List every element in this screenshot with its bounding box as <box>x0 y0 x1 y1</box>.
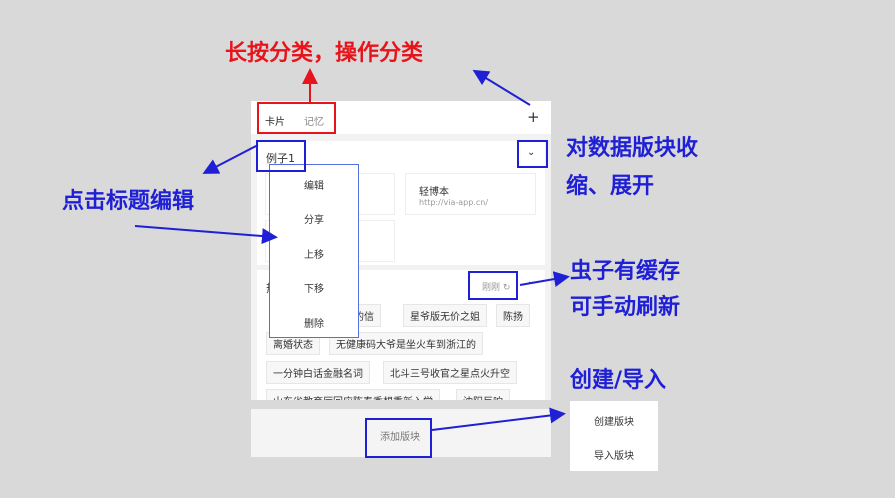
annotation-collapse-2: 缩、展开 <box>566 174 655 199</box>
bottom-bar <box>251 409 551 457</box>
annotation-create: 创建/导入 <box>570 368 667 393</box>
menu-item-edit[interactable]: 编辑 <box>304 181 324 192</box>
arrow <box>134 225 278 245</box>
tag[interactable]: 星爷版无价之姐 <box>403 304 487 327</box>
tag[interactable]: 陈扬 <box>496 304 530 327</box>
annotation-box-add <box>365 418 432 458</box>
create-block-item[interactable]: 创建版块 <box>594 417 634 428</box>
tab-memory[interactable]: 记忆 <box>304 117 324 128</box>
menu-item-delete[interactable]: 删除 <box>304 319 324 330</box>
import-block-item[interactable]: 导入版块 <box>594 451 634 462</box>
plus-icon[interactable]: + <box>527 108 540 126</box>
chevron-down-icon[interactable]: ⌄ <box>527 276 536 287</box>
add-block-button[interactable]: 添加版块 <box>380 432 420 443</box>
tab-bar <box>251 101 551 134</box>
menu-item-move-down[interactable]: 下移 <box>304 284 324 295</box>
arrow <box>431 407 566 431</box>
arrow <box>202 144 259 174</box>
menu-item-share[interactable]: 分享 <box>304 215 324 226</box>
annotation-box-title <box>256 140 306 172</box>
context-menu: 编辑 分享 上移 下移 删除 <box>269 164 359 338</box>
card-url: http://via-app.cn/ <box>419 198 489 207</box>
annotation-refresh-2: 可手动刷新 <box>570 295 681 320</box>
arrow <box>472 69 531 106</box>
tab-cards[interactable]: 卡片 <box>265 117 285 128</box>
annotation-refresh-1: 虫子有缓存 <box>570 259 681 284</box>
annotation-left: 点击标题编辑 <box>62 189 195 214</box>
menu-item-move-up[interactable]: 上移 <box>304 250 324 261</box>
tag[interactable]: 山东省教育厅回应陈春秀想重新入学 <box>266 389 440 400</box>
tag[interactable]: 一分钟白话金融名词 <box>266 361 370 384</box>
arrow <box>519 271 570 287</box>
chevron-down-icon[interactable]: ⌄ <box>527 147 536 158</box>
annotation-top: 长按分类，操作分类 <box>225 41 424 66</box>
tag[interactable]: 北斗三号收官之星点火升空 <box>383 361 517 384</box>
card[interactable] <box>405 173 536 215</box>
divider <box>251 400 551 409</box>
annotation-box-tabs <box>257 102 336 134</box>
add-block-popup: 创建版块 导入版块 <box>570 401 658 471</box>
annotation-collapse-1: 对数据版块收 <box>566 136 699 161</box>
annotation-box-collapse <box>517 140 548 168</box>
annotation-box-refresh <box>468 271 518 300</box>
block-title[interactable]: 例子1 <box>266 152 295 165</box>
card-title: 轻博本 <box>419 187 449 198</box>
tag[interactable]: 沈阳巨响 <box>456 389 510 400</box>
tag[interactable]: 无健康码大爷是坐火车到浙江的 <box>329 332 483 355</box>
refresh-button[interactable]: 刚刚 ↻ <box>482 283 511 293</box>
